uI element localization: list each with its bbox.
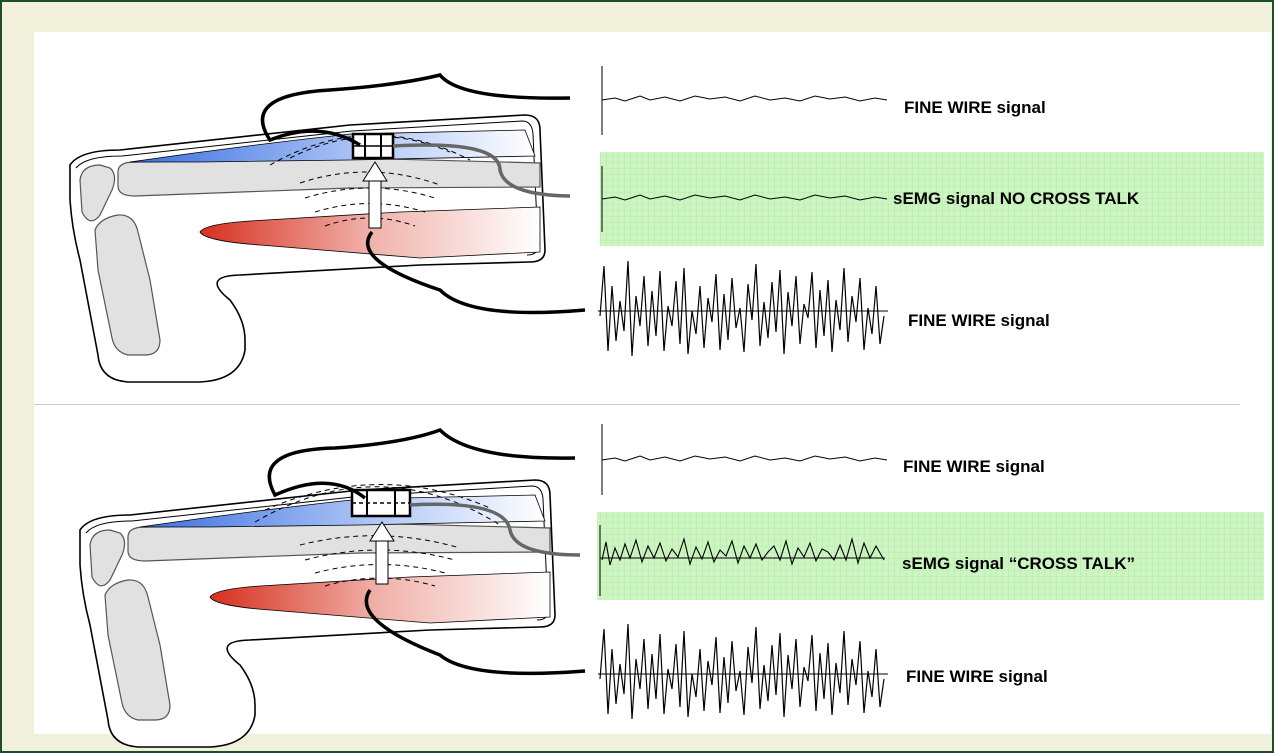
p1-wave3-trace <box>599 260 885 357</box>
p2-fine-wire-bottom-label: FINE WIRE signal <box>906 667 1048 686</box>
p2-semg-grid <box>597 512 1264 600</box>
panel-2-arrow <box>369 521 395 585</box>
panel-2-limb <box>79 479 556 748</box>
panel-divider <box>34 404 1240 405</box>
panel-2-wires <box>267 427 586 676</box>
p2-semg-label: sEMG signal “CROSS TALK” <box>902 554 1135 573</box>
p1-wave2-trace <box>601 194 888 201</box>
panel-2-semg-cable <box>409 502 581 557</box>
p2-wave1-trace <box>601 455 888 462</box>
panel-1-limb <box>69 114 546 383</box>
panel-1-semg-cable <box>392 143 571 198</box>
p1-fine-wire-top-label: FINE WIRE signal <box>904 98 1046 117</box>
p1-wave1-trace <box>601 95 888 102</box>
p2-wave3-trace <box>599 623 885 720</box>
panel-1-arrow <box>362 161 388 229</box>
panel-1-electrode <box>351 132 395 160</box>
p2-wave2-trace <box>601 536 885 566</box>
p2-fine-wire-top-label: FINE WIRE signal <box>903 457 1045 476</box>
p1-fine-wire-bottom-label: FINE WIRE signal <box>908 311 1050 330</box>
p1-semg-label: sEMG signal NO CROSS TALK <box>893 189 1140 208</box>
p1-semg-grid <box>600 152 1264 246</box>
panel-1-wires <box>260 73 586 315</box>
